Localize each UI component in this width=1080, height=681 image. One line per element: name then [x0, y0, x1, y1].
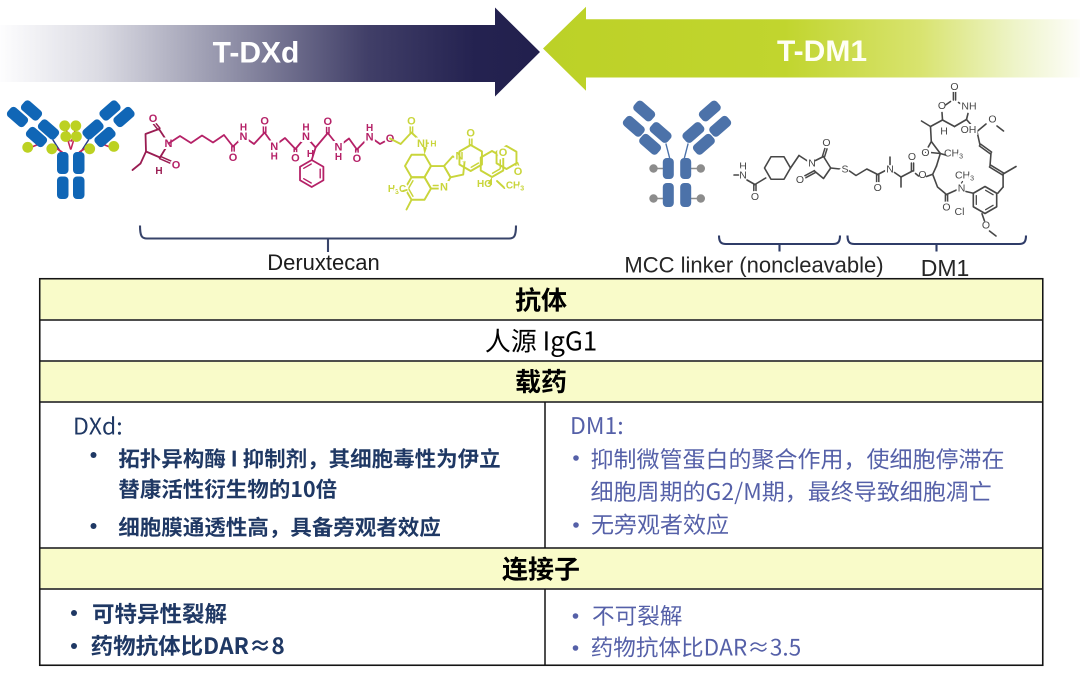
svg-text:DM1: DM1: [921, 255, 970, 281]
svg-text:H: H: [366, 123, 373, 134]
svg-text:N: N: [739, 170, 747, 182]
svg-text:O: O: [921, 147, 929, 159]
svg-text:H: H: [155, 166, 162, 177]
svg-text:T-DM1: T-DM1: [777, 35, 867, 68]
svg-text:H: H: [739, 161, 747, 173]
svg-text:O: O: [908, 151, 916, 163]
svg-text:H: H: [271, 152, 278, 163]
svg-text:O: O: [291, 153, 300, 165]
svg-text:N: N: [270, 141, 278, 153]
svg-text:H: H: [940, 126, 948, 138]
svg-text:O: O: [942, 202, 950, 214]
svg-text:S: S: [841, 164, 848, 176]
svg-text:O: O: [918, 169, 926, 181]
svg-text:NH: NH: [961, 101, 976, 113]
svg-text:CH3: CH3: [506, 181, 524, 193]
svg-text:H3C: H3C: [388, 184, 406, 196]
svg-text:N: N: [886, 164, 894, 176]
svg-text:H: H: [335, 152, 342, 163]
svg-text:O: O: [499, 147, 508, 159]
svg-text:O: O: [982, 220, 990, 232]
svg-text:N: N: [240, 131, 248, 143]
svg-text:O: O: [938, 100, 946, 112]
svg-text:N: N: [302, 131, 310, 143]
svg-text:O: O: [988, 114, 996, 126]
svg-text:O: O: [950, 81, 958, 93]
svg-text:O: O: [822, 137, 830, 149]
svg-text:MCC linker (noncleavable): MCC linker (noncleavable): [624, 253, 883, 278]
svg-text:H: H: [240, 123, 247, 134]
svg-text:O: O: [514, 166, 523, 178]
svg-text:O: O: [172, 160, 181, 172]
svg-text:CH3: CH3: [944, 148, 963, 161]
svg-text:N: N: [958, 183, 966, 195]
svg-text:O: O: [353, 153, 362, 165]
svg-text:N: N: [808, 158, 816, 170]
svg-text:O: O: [149, 113, 158, 125]
svg-text:N: N: [440, 182, 448, 194]
svg-text:O: O: [324, 116, 333, 128]
svg-text:N: N: [366, 132, 374, 144]
svg-text:O: O: [466, 128, 475, 140]
svg-text:N: N: [335, 142, 343, 154]
svg-text:T-DXd: T-DXd: [213, 37, 300, 70]
svg-text:O: O: [229, 152, 238, 164]
svg-text:O: O: [260, 116, 269, 128]
svg-text:H: H: [430, 139, 436, 149]
svg-text:H: H: [302, 123, 309, 134]
svg-text:H: H: [307, 149, 314, 160]
svg-text:OH: OH: [961, 124, 977, 136]
svg-text:O: O: [874, 182, 882, 194]
svg-text:CH3: CH3: [955, 170, 974, 183]
svg-text:O: O: [751, 191, 759, 203]
svg-text:O: O: [407, 116, 416, 128]
svg-text:Cl: Cl: [955, 206, 965, 218]
svg-text:NH: NH: [417, 138, 433, 150]
svg-text:O: O: [796, 174, 804, 186]
svg-text:Deruxtecan: Deruxtecan: [267, 250, 380, 275]
